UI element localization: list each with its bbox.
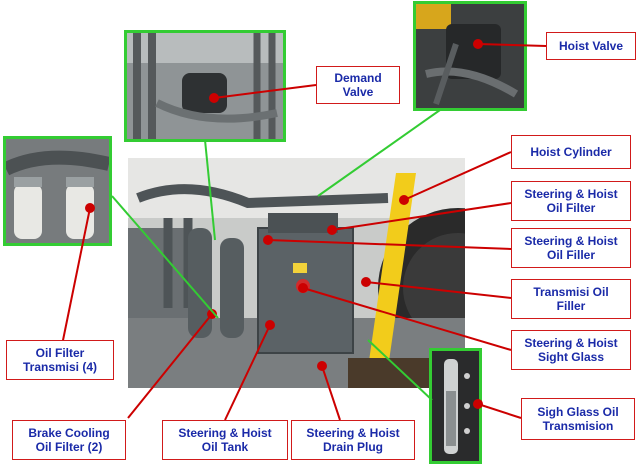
leader-brake-cooling <box>127 309 217 419</box>
leader-sh-oil-filler <box>263 235 512 250</box>
green-leader-sight-glass <box>367 339 433 401</box>
leader-demand-valve <box>209 84 317 103</box>
label-oil-filter-transmisi: Oil Filter Transmisi (4) <box>6 340 114 380</box>
oil-filter-transmisi-inset <box>3 136 112 246</box>
green-leader-demand <box>204 139 216 241</box>
leader-sh-drain-plug <box>317 361 341 421</box>
leader-sh-sight-glass <box>298 283 512 351</box>
label-hoist-cylinder: Hoist Cylinder <box>511 135 631 169</box>
leader-hoist-valve <box>473 39 547 49</box>
label-sh-sight-glass: Steering & Hoist Sight Glass <box>511 330 631 370</box>
green-leader-hoist <box>317 109 441 197</box>
demand-valve-inset <box>124 30 286 142</box>
leader-sight-glass-transmission <box>473 399 522 419</box>
hoist-valve-inset <box>413 1 527 111</box>
label-brake-cooling-oil-filter: Brake Cooling Oil Filter (2) <box>12 420 126 460</box>
leader-sh-oil-filter <box>327 202 512 235</box>
label-sh-oil-tank: Steering & Hoist Oil Tank <box>162 420 288 460</box>
label-transmisi-oil-filler: Transmisi Oil Filler <box>511 279 631 319</box>
label-sh-drain-plug: Steering & Hoist Drain Plug <box>291 420 415 460</box>
leader-oil-filter-transmisi <box>60 203 95 351</box>
label-sh-oil-filler: Steering & Hoist Oil Filler <box>511 228 631 268</box>
label-hoist-valve: Hoist Valve <box>546 32 636 60</box>
label-sight-glass-transmission: Sigh Glass Oil Transmision <box>521 398 635 440</box>
green-leader-oil-filter <box>111 195 219 319</box>
leader-sh-oil-tank <box>224 320 275 421</box>
label-sh-oil-filter: Steering & Hoist Oil Filter <box>511 181 631 221</box>
sight-glass-transmission-inset <box>429 348 482 464</box>
label-demand-valve: Demand Valve <box>316 66 400 104</box>
leader-hoist-cylinder <box>399 151 512 205</box>
leader-transmisi-oil-filler <box>361 277 512 299</box>
